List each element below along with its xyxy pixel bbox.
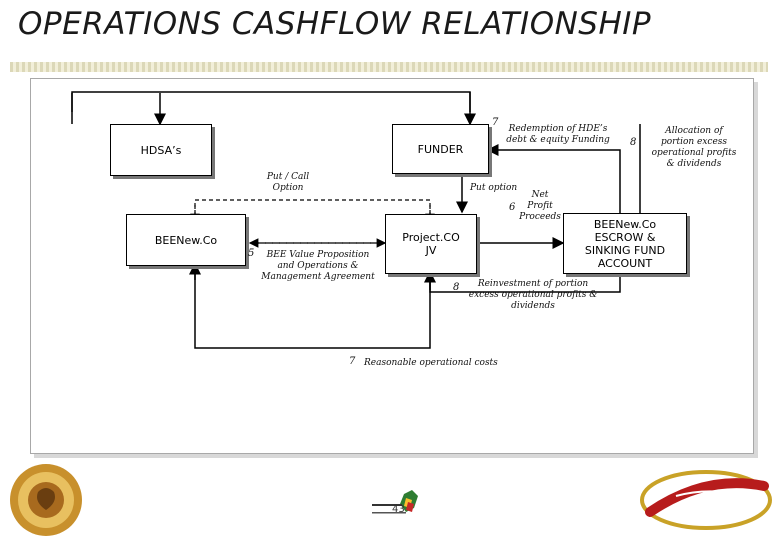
redemption-arrow — [486, 144, 621, 213]
reasonable-costs-label: Reasonable operational costs — [364, 358, 498, 368]
title-divider-bar — [10, 62, 768, 72]
operational-costs-arrow — [189, 262, 431, 349]
hdsas-label: HDSA’s — [140, 143, 182, 157]
step-7-top-number: 7 — [492, 117, 499, 128]
proudly-south-african-logo — [372, 490, 418, 514]
step-8-mid-number: 8 — [453, 282, 460, 293]
funder-label: FUNDER — [417, 142, 464, 156]
beenewco-box: BEENew.Co — [126, 214, 246, 266]
reinvestment-label: Reinvestment of portion excess operation… — [468, 279, 598, 311]
step-6-number: 6 — [509, 202, 516, 213]
hdsas-box: HDSA’s — [110, 124, 212, 176]
step-8-right-number: 8 — [630, 137, 637, 148]
put-option-label: Put option — [470, 183, 518, 193]
borongwa-logo — [640, 470, 772, 530]
beenewco-label: BEENew.Co — [154, 233, 218, 247]
step-7-bottom-number: 7 — [349, 356, 356, 367]
page-number: 43 — [392, 504, 405, 515]
funder-box: FUNDER — [392, 124, 489, 174]
slide-title: OPERATIONS CASHFLOW RELATIONSHIP — [18, 6, 652, 42]
top-loop-arrow — [71, 91, 476, 126]
redemption-label: Redemption of HDE’s debt & equity Fundin… — [506, 124, 610, 145]
project-co-label: Project.CO JV — [402, 231, 460, 257]
african-mineral-energy-forum-logo — [10, 464, 82, 536]
escrow-box: BEENew.Co ESCROW & SINKING FUND ACCOUNT — [563, 213, 687, 274]
net-profit-label: Net Profit Proceeds — [519, 190, 561, 222]
escrow-label: BEENew.Co ESCROW & SINKING FUND ACCOUNT — [584, 217, 666, 270]
project-co-box: Project.CO JV — [385, 214, 477, 274]
put-call-label: Put / Call Option — [266, 172, 310, 193]
allocation-label: Allocation of portion excess operational… — [651, 126, 737, 169]
step-5-number: 5 — [248, 248, 255, 259]
bee-value-label: BEE Value Proposition and Operations & M… — [261, 250, 375, 282]
